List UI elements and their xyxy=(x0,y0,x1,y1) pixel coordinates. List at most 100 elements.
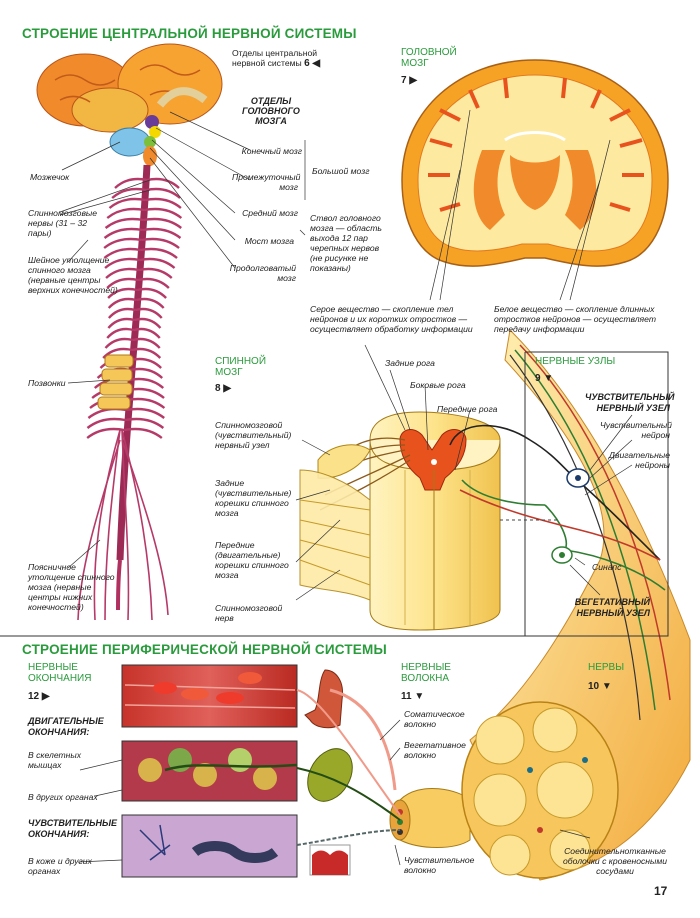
sensory-neuron-label: Чувствительный нейрон xyxy=(600,420,672,440)
lumbar-plexus xyxy=(77,429,169,621)
telencephalon-label: Конечный мозг xyxy=(241,146,302,156)
brain-depts-title: ОТДЕЛЫ ГОЛОВНОГО МОЗГА xyxy=(242,96,300,126)
skin-figure xyxy=(309,844,351,876)
spinal-nerve-branch xyxy=(107,317,135,329)
spinal-nerve-branch xyxy=(103,227,143,239)
fibers-title: НЕРВНЫЕ ВОЛОКНА xyxy=(401,662,451,684)
spinal-nerve-branch xyxy=(143,217,182,229)
pons-label: Мост мозга xyxy=(244,236,294,246)
lateral-horns-label: Боковые рога xyxy=(410,380,466,390)
synapse-label: Синапс xyxy=(592,562,622,572)
panel-frame xyxy=(0,351,669,637)
spinal-nerve-branch xyxy=(135,307,163,319)
diencephalon-label: Промежуточный мозг xyxy=(232,172,301,192)
ganglion-and-roots xyxy=(299,444,371,601)
spinal-nerve-branch xyxy=(107,297,137,309)
ventral-horns-label: Передние рога xyxy=(437,404,498,414)
organ-figure xyxy=(307,748,353,802)
ganglia-leader-lines xyxy=(569,414,633,596)
endings-ref: 12 xyxy=(28,691,40,702)
spinal-cord-title: СПИННОЙ МОЗГ xyxy=(215,356,267,378)
grey-matter-label: Серое вещество — скопление тел нейронов … xyxy=(310,304,473,334)
spinal-nerve-branch xyxy=(107,307,136,319)
spinal-nerve-label: Спинномозговой нерв xyxy=(215,603,283,623)
spinal-nerve-branch xyxy=(86,417,126,429)
spinal-nerve-branch xyxy=(129,367,164,379)
brain-ref: 7 xyxy=(401,75,407,86)
spinal-nerve-branch xyxy=(139,257,176,269)
brainstem-label: Ствол головного мозга — область выхода 1… xyxy=(310,213,382,273)
leg-figure xyxy=(304,669,397,791)
spinal-nerve-branch xyxy=(103,237,142,249)
brain-coronal-section xyxy=(401,59,669,267)
dorsal-roots-label: Задние (чувствительные) корешки спинного… xyxy=(215,478,292,518)
ganglion-label: Спинномозговой (чувствительный) нервный … xyxy=(215,420,292,450)
page-number: 17 xyxy=(654,884,668,898)
spinal-nerve-branch xyxy=(128,377,165,389)
spinal-nerve-branch xyxy=(130,357,162,369)
depts-ref: 6 xyxy=(304,58,310,69)
spinal-nerve-branch xyxy=(140,247,178,259)
cervical-label: Шейное утолщение спинного мозга (нервные… xyxy=(28,255,118,295)
vertebrae-detail xyxy=(97,354,134,410)
spinal-cord-section xyxy=(369,411,501,631)
peripheral-title: СТРОЕНИЕ ПЕРИФЕРИЧЕСКОЙ НЕРВНОЙ СИСТЕМЫ xyxy=(22,642,387,657)
dorsal-horns-label: Задние рога xyxy=(385,358,435,368)
spinal-nerve-branch xyxy=(126,407,165,419)
spinal-nerve-branch xyxy=(137,277,170,289)
spinal-nerve-branch xyxy=(102,347,132,359)
spinal-nerve-branch xyxy=(131,347,162,359)
spinal-nerve-branch xyxy=(145,187,181,199)
motor-neurons-label: Двигательные нейроны xyxy=(608,450,670,470)
peripheral-leader-lines xyxy=(77,719,591,866)
sheaths-label: Соединительнотканные оболочки с кровенос… xyxy=(562,846,668,876)
spinal-cord-ref: 8 xyxy=(215,383,221,394)
spinal-nerve-branch xyxy=(107,287,138,299)
brain-leader-lines xyxy=(59,111,306,569)
spinal-nerve-branch xyxy=(136,287,167,299)
spinal-nerve-branch xyxy=(114,177,148,189)
spinal-nerve-branch xyxy=(138,267,173,279)
autonomic-fiber-label: Вегетативное волокно xyxy=(404,740,466,760)
spinal-nerves-label: Спинномозговые нервы (31 – 32 пары) xyxy=(28,208,98,238)
spinal-nerve-branch xyxy=(141,237,180,249)
skeletal-label: В скелетных мышцах xyxy=(28,750,82,770)
fibers-ref: 11 xyxy=(401,691,412,702)
spinal-nerve-branch xyxy=(125,417,165,429)
spinal-nerve-branch xyxy=(104,257,141,269)
midbrain-label: Средний мозг xyxy=(242,208,298,218)
spinal-nerve-branch xyxy=(104,217,144,229)
spinal-nerve-branch xyxy=(104,337,133,349)
somatic-label: Соматическое волокно xyxy=(404,709,465,729)
sensory-ganglion-label: ЧУВСТВИТЕЛЬНЫЙ НЕРВНЫЙ УЗЕЛ xyxy=(585,392,675,413)
medulla-label: Продолговатый мозг xyxy=(229,263,296,283)
spinal-nerve-branch xyxy=(108,197,146,209)
endings-title: НЕРВНЫЕ ОКОНЧАНИЯ xyxy=(28,662,92,684)
sensory-endings-label: ЧУВСТВИТЕЛЬНЫЕ ОКОНЧАНИЯ: xyxy=(28,818,118,839)
depts-title: Отделы центральной нервной системы 6 ◀ xyxy=(232,48,321,69)
ganglia-ref: 9 xyxy=(535,373,541,384)
spinal-nerve-branch xyxy=(133,327,161,339)
nerves-ref: 10 xyxy=(588,681,600,692)
spinal-nerve-branch xyxy=(124,427,163,439)
fiber-paths xyxy=(296,689,401,846)
vertebrae-label: Позвонки xyxy=(28,378,66,388)
central-title: СТРОЕНИЕ ЦЕНТРАЛЬНОЙ НЕРВНОЙ СИСТЕМЫ xyxy=(22,26,357,41)
ventral-roots-label: Передние (двигательные) корешки спинного… xyxy=(215,540,289,580)
spinal-nerve-branch xyxy=(135,297,165,309)
spinal-nerve-branch xyxy=(106,327,134,339)
spinal-nerve-branch xyxy=(103,247,141,259)
cerebellum-label: Мозжечок xyxy=(30,172,70,182)
coronal-leader-lines xyxy=(429,109,611,301)
organs-label: В других органах xyxy=(28,792,98,802)
spinal-nerve-branch xyxy=(146,177,180,189)
autonomic-ganglion-label: ВЕГЕТАТИВНЫЙ НЕРВНЫЙ УЗЕЛ xyxy=(574,597,650,618)
spinal-nerve-branch xyxy=(134,317,162,329)
brain-title: ГОЛОВНОЙ МОЗГ xyxy=(401,47,457,69)
lumbar-label: Поясничное утолщение спинного мозга (нер… xyxy=(28,562,115,612)
cord-leader-lines xyxy=(295,344,471,601)
spinal-nerve-branch xyxy=(86,427,125,439)
spinal-nerve-branch xyxy=(142,227,182,239)
spinal-nerve-branch xyxy=(87,407,127,419)
